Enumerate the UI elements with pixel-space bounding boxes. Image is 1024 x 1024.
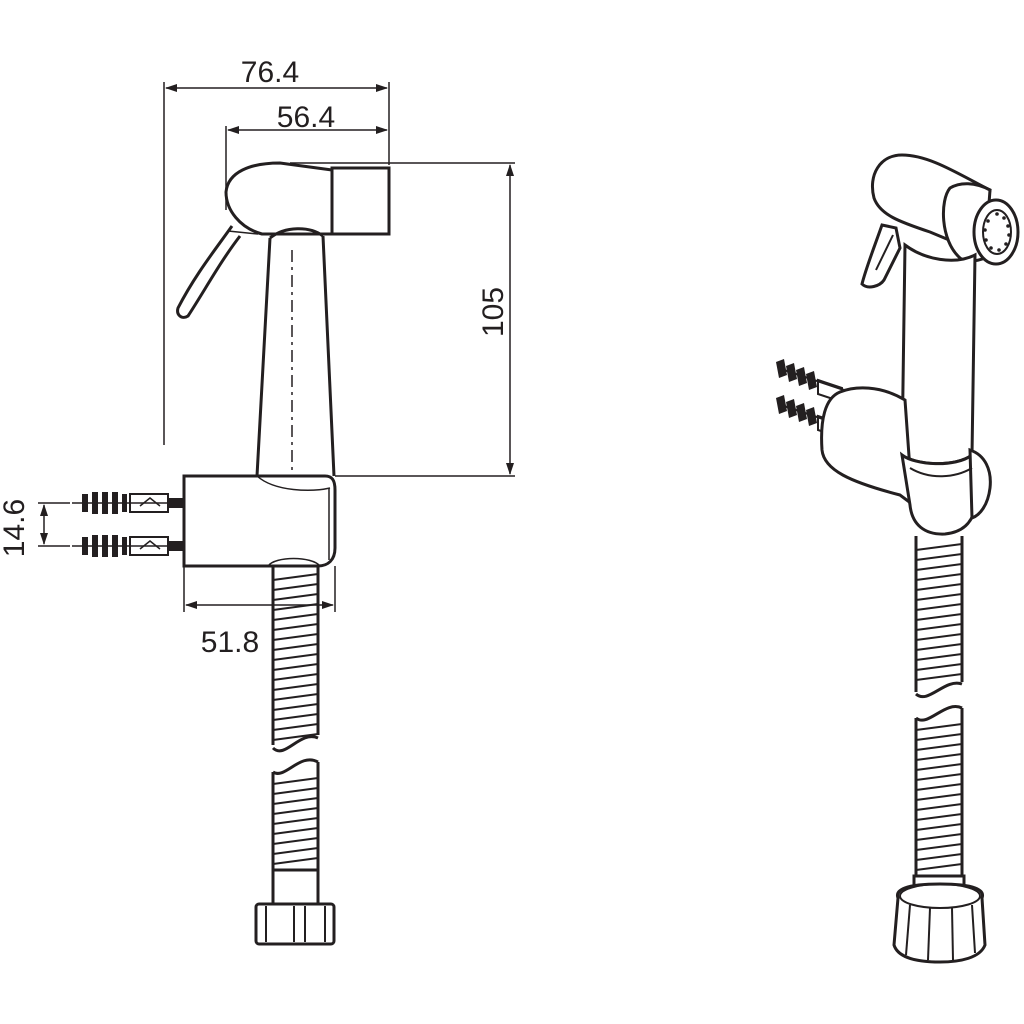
dimension-anchor-spacing: 14.6 — [0, 499, 31, 557]
iso-trigger-slot — [875, 234, 894, 271]
wall-anchor-upper — [72, 492, 184, 514]
sprayer-handle — [255, 235, 336, 477]
iso-hose-lower — [914, 705, 964, 880]
hose-upper — [271, 566, 320, 753]
hose-ferrule — [271, 868, 320, 906]
hose-lower — [271, 758, 320, 870]
wall-anchor-lower — [72, 535, 184, 557]
iso-bracket-cradle — [899, 451, 978, 536]
iso-cradle-edge — [909, 467, 973, 478]
iso-trigger-lever — [860, 223, 902, 289]
bracket-seat — [256, 475, 331, 491]
dimension-height: 105 — [477, 287, 510, 337]
iso-hose-nut — [892, 882, 987, 964]
bracket-hose-outlet — [267, 557, 321, 567]
dimension-bracket-width: 51.8 — [201, 626, 259, 659]
sprayer-head-body — [224, 161, 338, 236]
dimension-head-width: 56.4 — [277, 101, 335, 134]
sprayer-nozzle — [330, 166, 391, 236]
hose-nut — [254, 902, 336, 946]
iso-spray-holes — [983, 212, 1011, 252]
perspective-view — [776, 153, 1020, 964]
iso-handle — [900, 242, 977, 466]
iso-bracket-clip — [968, 447, 992, 521]
wall-bracket — [182, 474, 337, 568]
trigger-lever — [176, 225, 242, 319]
front-view: 76.4 56.4 105 51.8 — [0, 56, 515, 946]
trigger-pivot — [227, 230, 259, 235]
iso-nozzle-spray-ring — [982, 209, 1012, 255]
dimension-overall-width: 76.4 — [241, 56, 299, 89]
handle-top — [269, 227, 324, 240]
iso-hose-upper — [914, 536, 964, 698]
